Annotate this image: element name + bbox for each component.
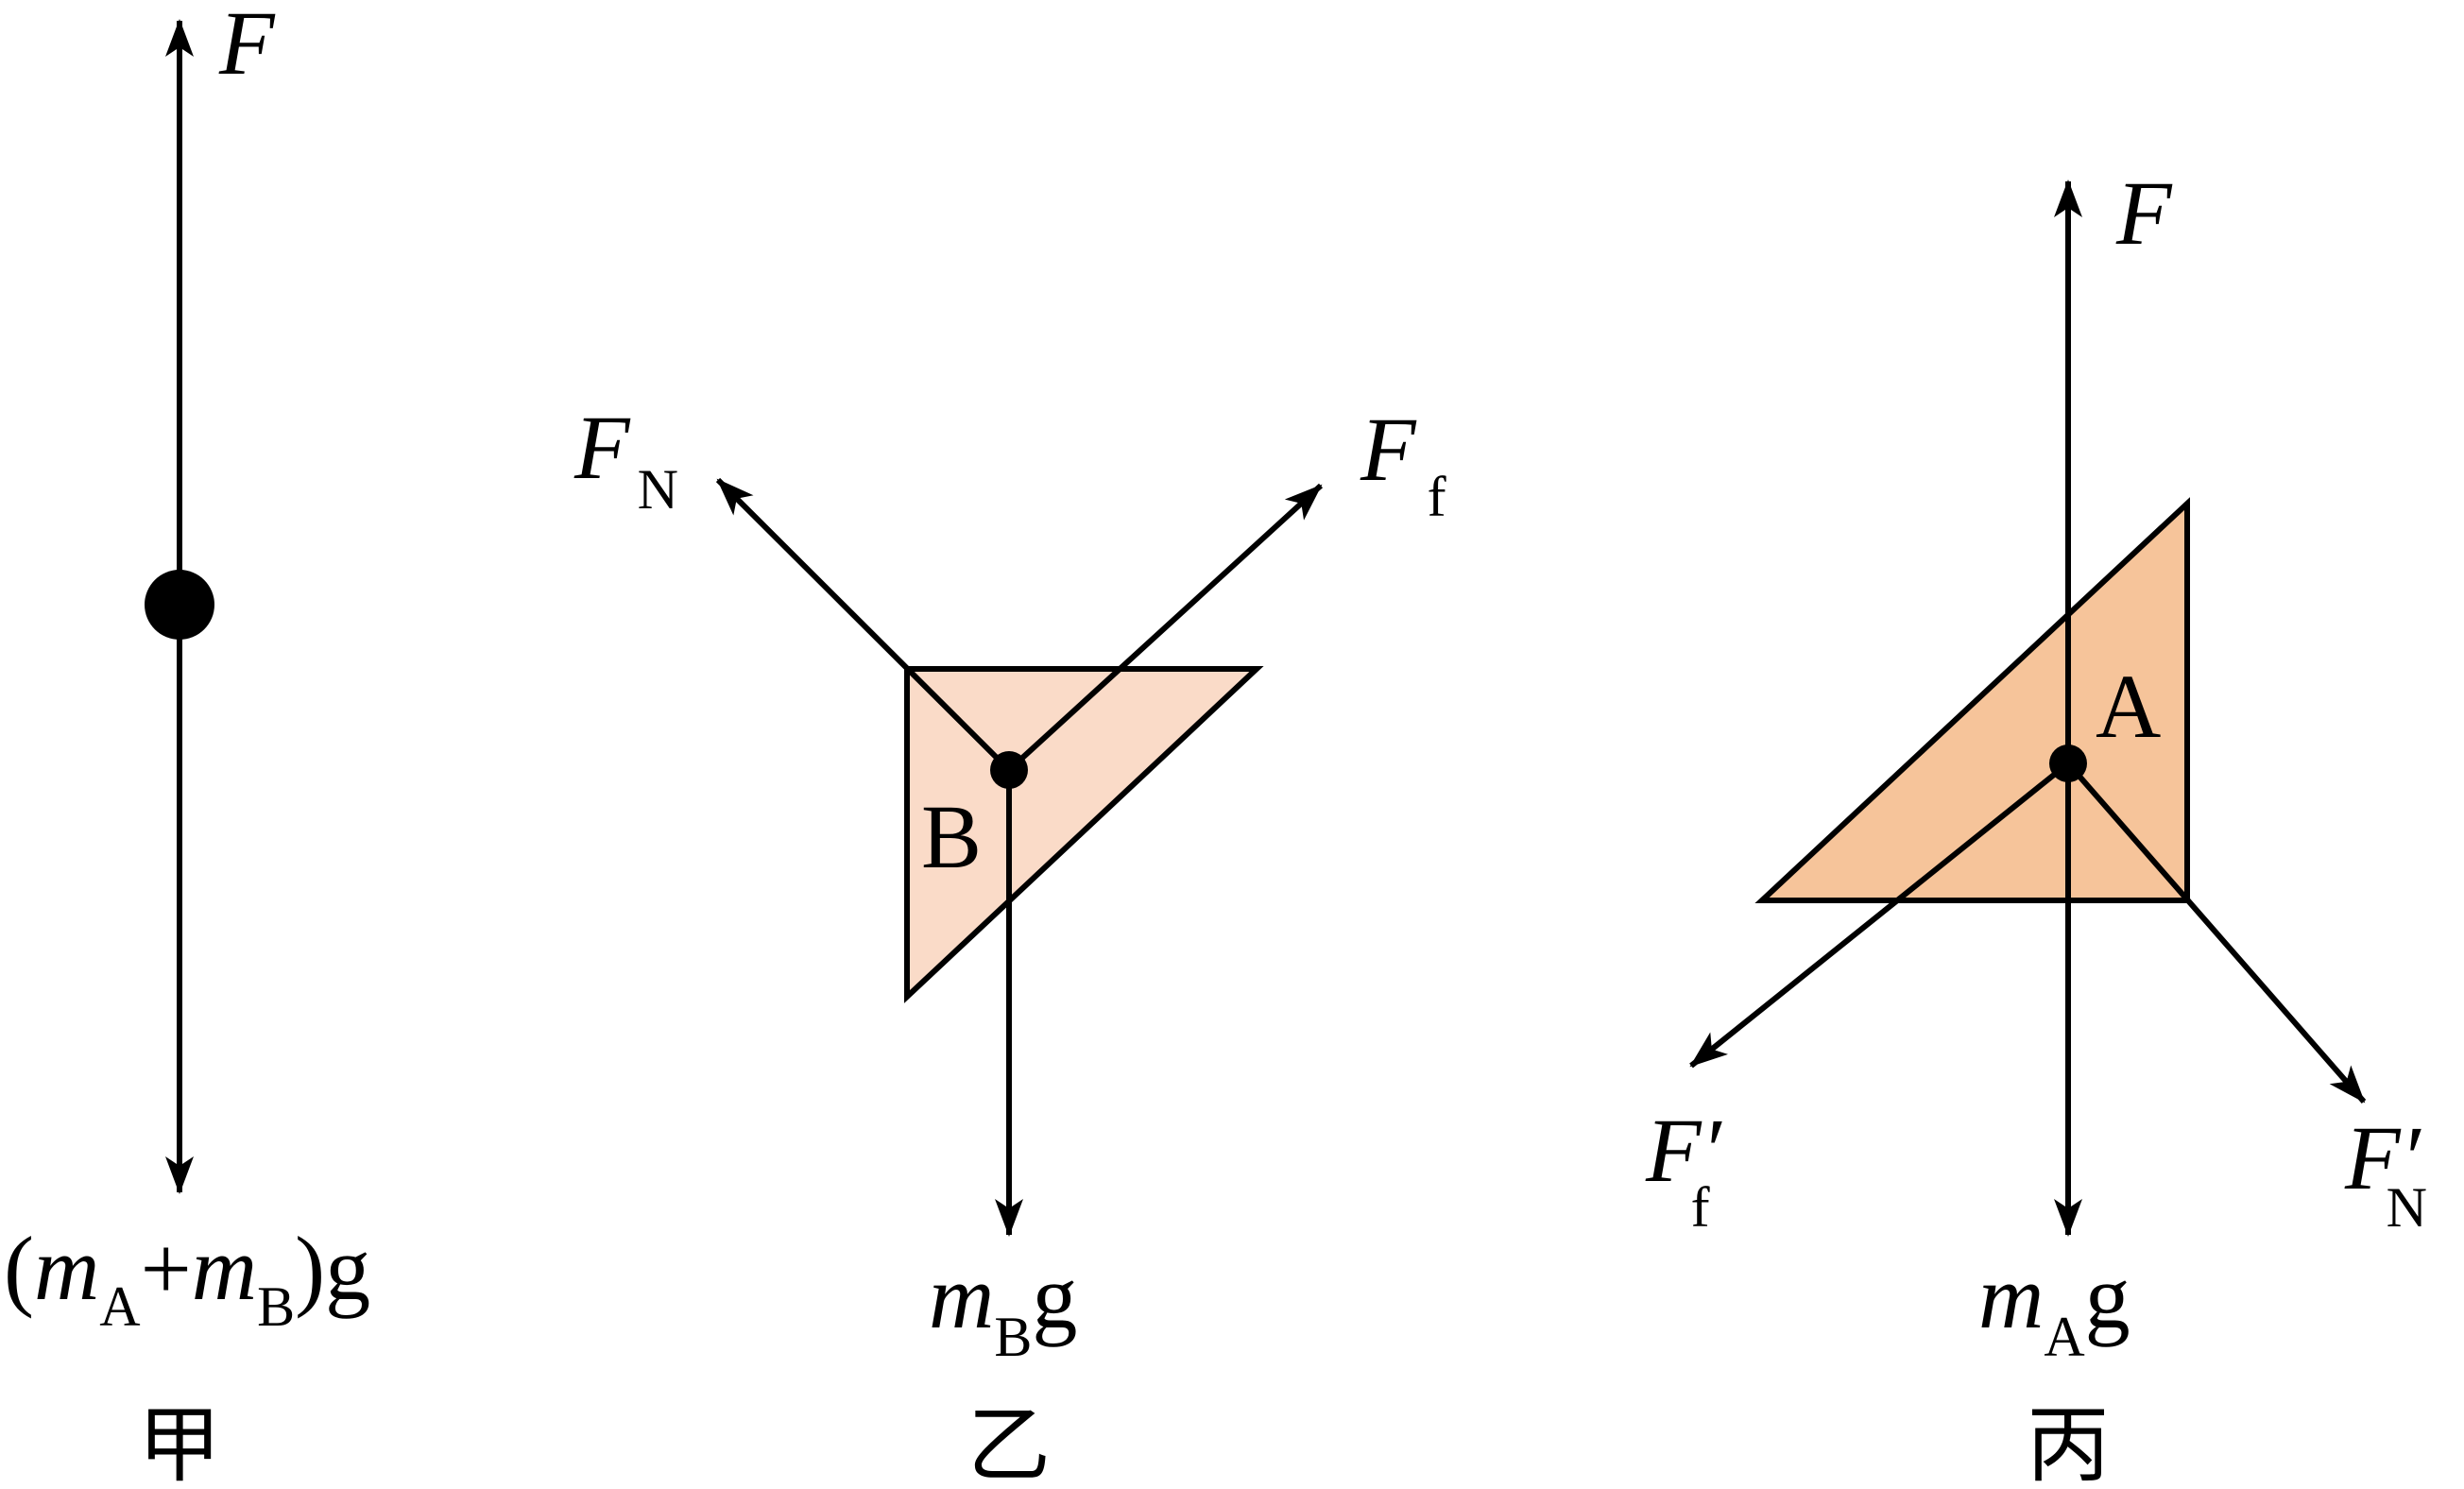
caption-yi: 乙: [967, 1396, 1051, 1489]
caption-jia: 甲: [138, 1396, 221, 1489]
label-f-up: F: [218, 0, 276, 94]
label-normal-reaction: F′N: [2344, 1107, 2427, 1239]
label-friction-reaction: F′f: [1645, 1100, 1723, 1239]
force-arrow-friction-reaction: [1689, 761, 2070, 1069]
panel-jia: F (mA+mB)g 甲: [4, 0, 370, 1489]
block-a-triangle: [1754, 497, 2190, 903]
label-total-weight: (mA+mB)g: [4, 1218, 370, 1338]
caption-bing: 丙: [2027, 1396, 2110, 1489]
body-label-a: A: [2096, 656, 2161, 757]
panel-bing: A F F′f F′N mAg 丙: [1645, 163, 2427, 1489]
label-weight-b: mBg: [929, 1246, 1077, 1368]
block-b-triangle: [904, 666, 1264, 1003]
label-weight-a: mAg: [1978, 1246, 2130, 1368]
body-label-b: B: [921, 786, 982, 887]
center-dot: [145, 570, 214, 640]
force-arrow-normal: [715, 477, 1012, 773]
label-f-up-a: F: [2115, 163, 2173, 264]
force-arrow-normal-reaction: [2065, 762, 2367, 1104]
center-dot-a: [2049, 744, 2087, 782]
center-dot-b: [990, 751, 1028, 789]
force-arrow-friction: [1006, 483, 1324, 773]
